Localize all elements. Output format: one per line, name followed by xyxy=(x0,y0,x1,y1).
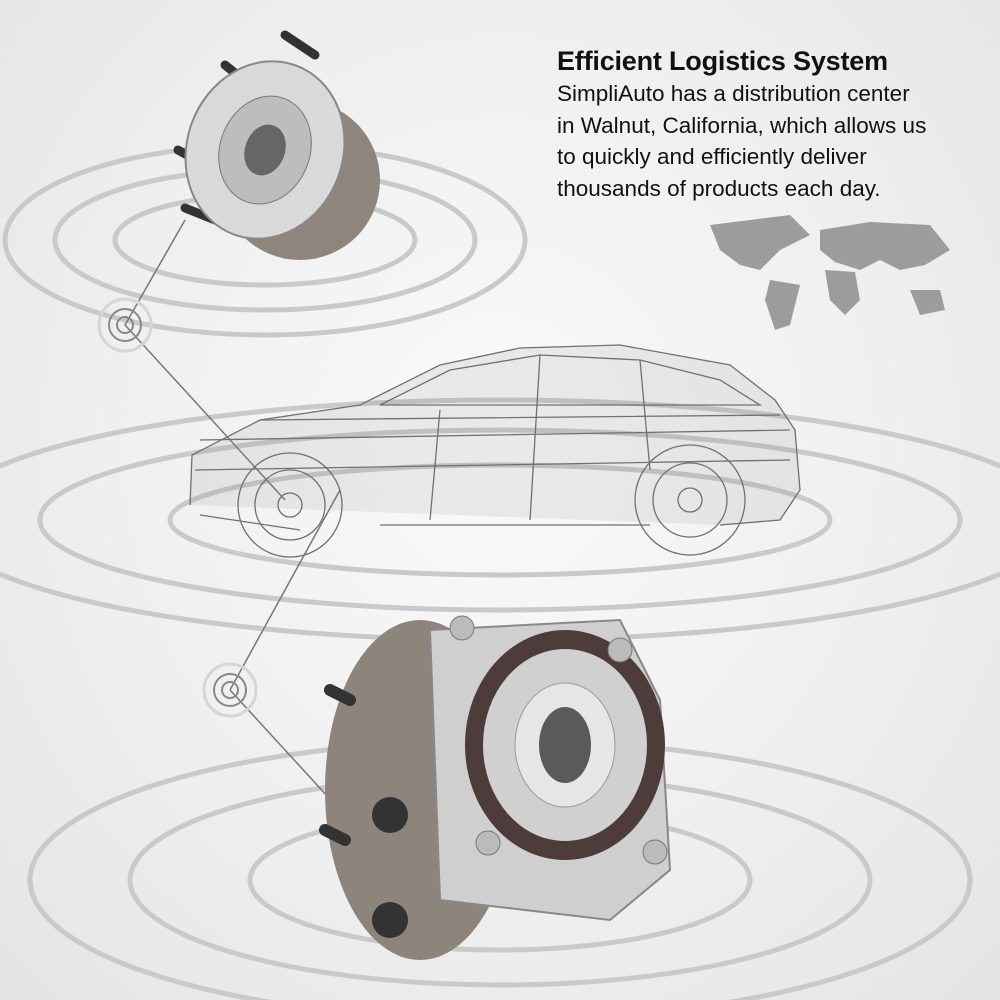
heading: Efficient Logistics System xyxy=(557,46,888,76)
body-line: in Walnut, California, which allows us xyxy=(557,112,927,138)
car-wireframe xyxy=(189,344,801,558)
wheel-hub-top xyxy=(173,30,380,260)
wheel-hub-bottom xyxy=(319,615,672,960)
world-map-icon xyxy=(710,215,950,330)
body-line: to quickly and efficiently deliver xyxy=(557,144,867,169)
body-line: SimpliAuto has a distribution center xyxy=(557,81,910,106)
target-icon xyxy=(97,297,258,718)
logistics-copy: Efficient Logistics System SimpliAuto ha… xyxy=(557,44,926,204)
connector-lines xyxy=(124,219,341,811)
body-line: thousands of products each day. xyxy=(557,175,881,201)
